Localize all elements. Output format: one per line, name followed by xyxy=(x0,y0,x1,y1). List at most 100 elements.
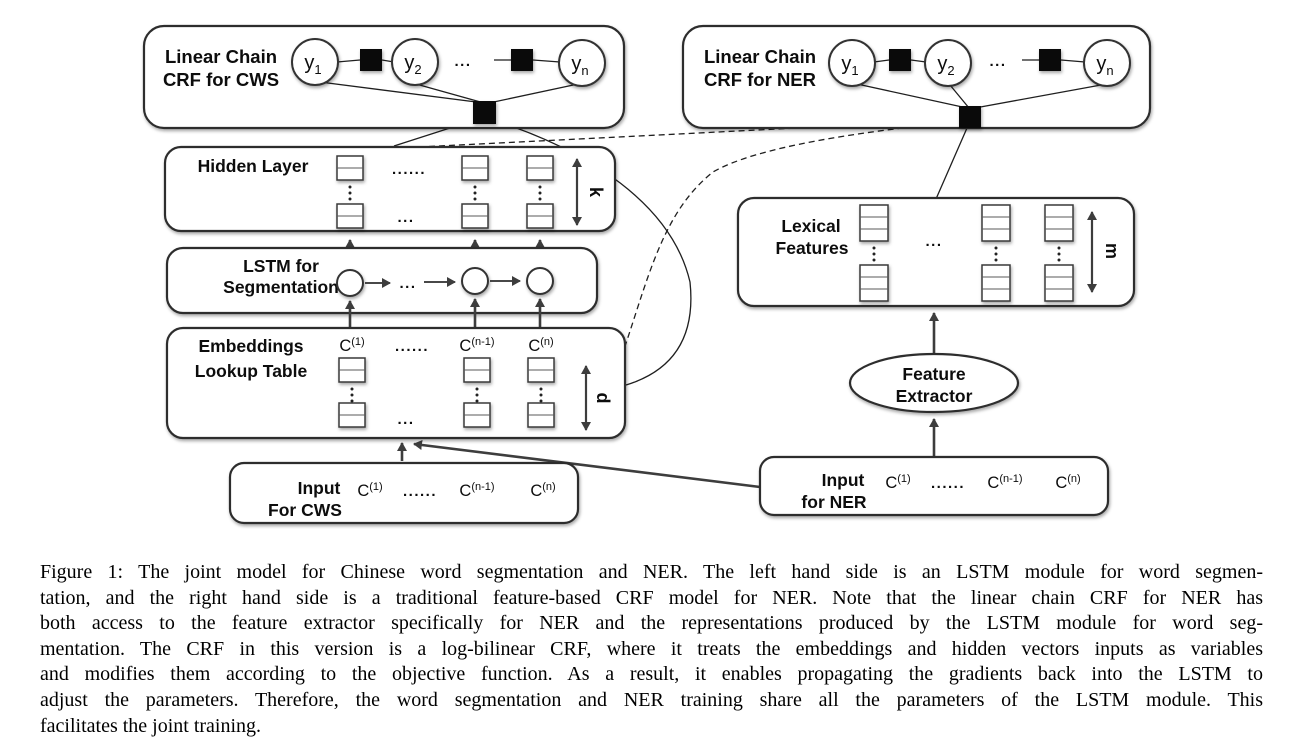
edge-ner-factor-y1 xyxy=(856,83,968,109)
embeddings-col-label-cn: C(n) xyxy=(528,336,553,355)
lexical-features-module: Lexical Features ... m xyxy=(736,196,1136,308)
figure-caption: Figure 1: The joint model for Chinese wo… xyxy=(40,560,1263,739)
ner-crf-title-line1: Linear Chain xyxy=(704,46,816,67)
chain-link xyxy=(873,59,890,63)
vertical-dots xyxy=(350,387,354,403)
ner-crf-title-line2: CRF for NER xyxy=(704,69,816,90)
lstm-ellipsis: ... xyxy=(399,275,416,292)
hidden-layer-module: Hidden Layer ...... ... k xyxy=(163,145,617,233)
chain-link xyxy=(910,59,927,63)
feature-extractor-module: Feature Extractor xyxy=(848,312,1020,456)
cws-input-dots: ...... xyxy=(403,483,437,500)
cws-crf-title-line1: Linear Chain xyxy=(165,46,277,67)
caption-line-4: mentation. The CRF in this version is a … xyxy=(40,637,1263,660)
y1-node-ner xyxy=(828,39,876,87)
embeddings-dots-bottom: ... xyxy=(397,411,414,428)
ner-input-c1: C(1) xyxy=(885,473,910,492)
cws-input-title-line2: For CWS xyxy=(268,500,342,520)
yn-node-ner xyxy=(1083,39,1131,87)
vertical-dots xyxy=(539,387,543,403)
lstm-title-line2: Segmentation xyxy=(223,277,339,297)
edge-cws-factor-yn xyxy=(488,83,579,104)
vertical-dots xyxy=(1057,246,1061,262)
feature-extractor-line1: Feature xyxy=(902,364,965,384)
ner-input-box xyxy=(758,455,1110,517)
vertical-dots xyxy=(538,185,542,201)
embedding-vector-cell xyxy=(527,357,555,383)
caption-line-5: and modifies them according to the objec… xyxy=(40,663,1263,686)
edge-cws-factor-y1 xyxy=(319,81,485,104)
y2-label-cws: y2 xyxy=(404,52,421,77)
edge-cws-factor-y2 xyxy=(415,83,485,104)
cws-crf-title-line2: CRF for CWS xyxy=(163,69,279,90)
cws-input-module: Input For CWS C(1) ...... C(n-1) C(n) xyxy=(228,442,580,525)
chain-link xyxy=(1060,59,1086,63)
lexical-feature-cell xyxy=(981,204,1011,242)
cws-crf-box xyxy=(142,24,626,130)
ner-input-title-line1: Input xyxy=(822,470,865,490)
ner-input-dots: ...... xyxy=(931,475,965,492)
cws-crf-module: Linear Chain CRF for CWS y1 y2 yn ... xyxy=(142,24,626,130)
caption-line-2: tation, and the right hand side is a tra… xyxy=(40,586,1263,609)
lexical-feature-cell xyxy=(859,264,889,302)
ner-input-cn: C(n) xyxy=(1055,473,1080,492)
ner-input-title-line2: for NER xyxy=(801,492,867,512)
cws-input-c1: C(1) xyxy=(357,481,382,500)
hidden-vector-cell xyxy=(336,155,364,181)
hidden-vector-cell xyxy=(526,203,554,229)
lexical-features-box xyxy=(736,196,1136,308)
embeddings-col-label-c1: C(1) xyxy=(339,336,364,355)
edge-ner-factor-yn xyxy=(974,84,1102,109)
edge-ner-factor-y2 xyxy=(949,84,970,109)
cws-input-title-line1: Input xyxy=(298,478,341,498)
embeddings-col-label-cn1: C(n-1) xyxy=(459,336,494,355)
vertical-dots xyxy=(473,185,477,201)
chain-ellipsis-cws: ... xyxy=(454,53,471,70)
caption-line-7: facilitates the joint training. xyxy=(40,714,262,737)
caption-line-1: Figure 1: The joint model for Chinese wo… xyxy=(40,561,1263,583)
ner-crf-box xyxy=(681,24,1152,130)
y2-label-ner: y2 xyxy=(937,53,954,78)
chain-ellipsis-ner: ... xyxy=(989,53,1006,70)
hidden-layer-title: Hidden Layer xyxy=(198,156,309,176)
lexical-feature-cell xyxy=(1044,204,1074,242)
embedding-vector-cell xyxy=(338,357,366,383)
unary-factor-cws xyxy=(473,101,496,124)
ner-crf-module: Linear Chain CRF for NER y1 y2 yn ... xyxy=(681,24,1152,130)
lstm-module: LSTM for Segmentation ... xyxy=(165,239,599,327)
edge-ner-factor-to-lexical xyxy=(935,127,968,200)
cws-input-cn1: C(n-1) xyxy=(459,481,494,500)
hidden-dots-bottom: ... xyxy=(397,209,414,226)
embeddings-title-line2: Lookup Table xyxy=(195,361,308,381)
k-dimension-label: k xyxy=(586,187,606,198)
arrow-ner-input-to-embeddings xyxy=(413,440,761,489)
pairwise-factor-cws-2 xyxy=(511,49,533,71)
lexical-feature-cell xyxy=(981,264,1011,302)
caption-line-6: adjust the parameters. Therefore, the wo… xyxy=(40,688,1263,711)
ner-input-module: Input for NER C(1) ...... C(n-1) C(n) xyxy=(758,455,1110,517)
embedding-vector-cell xyxy=(338,402,366,428)
lexical-title-line1: Lexical xyxy=(781,216,840,236)
hidden-vector-cell xyxy=(461,203,489,229)
y2-node-ner xyxy=(924,39,972,87)
chain-link xyxy=(532,59,561,63)
d-dimension-label: d xyxy=(593,393,613,404)
lstm-cell-node-1 xyxy=(336,269,364,297)
y1-label-ner: y1 xyxy=(841,53,858,78)
unary-factor-ner xyxy=(959,106,981,128)
hidden-vector-cell xyxy=(526,155,554,181)
embedding-vector-cell xyxy=(527,402,555,428)
yn-label-ner: yn xyxy=(1096,53,1113,78)
lstm-title-line1: LSTM for xyxy=(243,256,319,276)
embeddings-col-dots: ...... xyxy=(395,338,429,355)
embeddings-box xyxy=(165,326,627,440)
ner-input-cn1: C(n-1) xyxy=(987,473,1022,492)
lexical-title-line2: Features xyxy=(776,238,849,258)
hidden-layer-box xyxy=(163,145,617,233)
y2-node-cws xyxy=(391,38,439,86)
embeddings-module: Embeddings Lookup Table C(1) ...... C(n-… xyxy=(165,326,627,440)
cws-input-cn: C(n) xyxy=(530,481,555,500)
vertical-dots xyxy=(994,246,998,262)
yn-node-cws xyxy=(558,39,606,87)
vertical-dots xyxy=(348,185,352,201)
